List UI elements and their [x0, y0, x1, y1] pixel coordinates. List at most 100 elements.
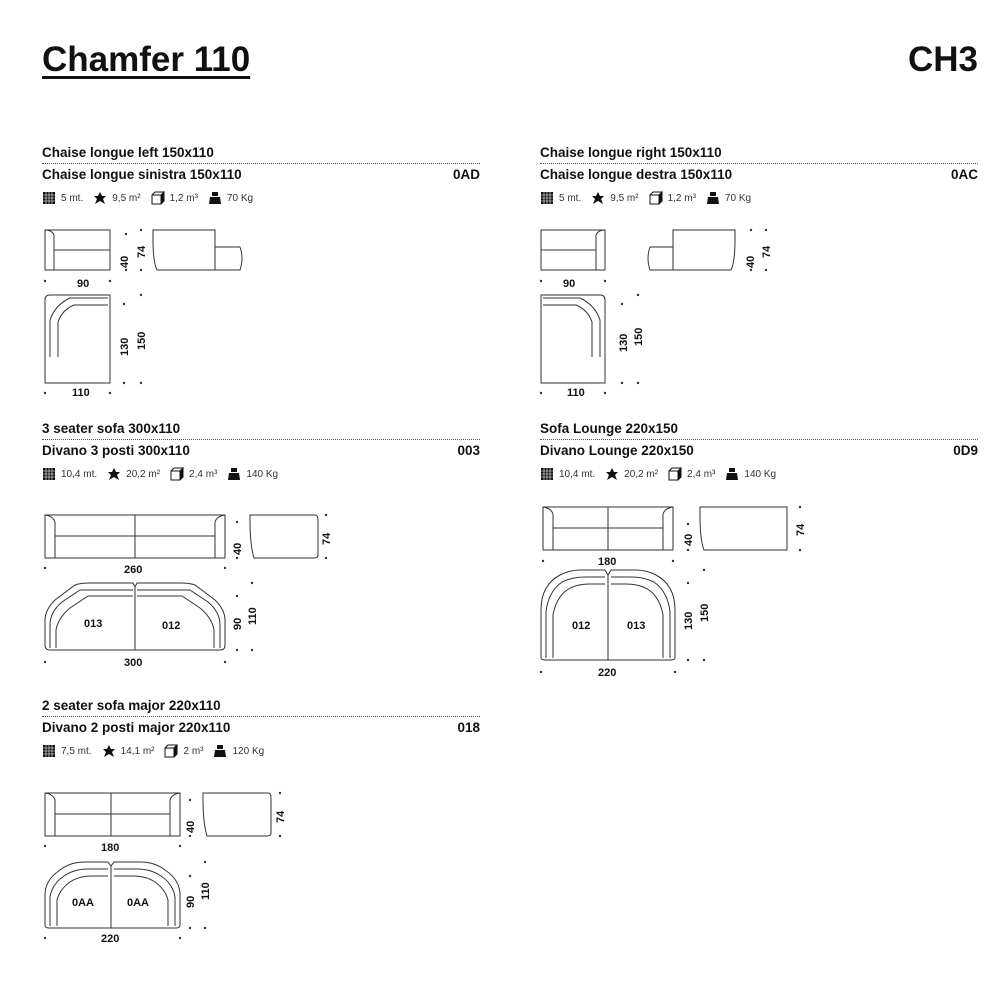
fabric-icon: [541, 468, 553, 480]
dimension-dot: [223, 660, 227, 664]
weight-icon: [726, 468, 739, 480]
dimension-dot: [749, 268, 753, 272]
front-view: [542, 506, 674, 551]
dimension-label: 110: [567, 387, 585, 399]
drawing-sofa-lounge: 012 013 180 40 74 130 150 220: [540, 506, 807, 679]
product-name-en: Chaise longue right 150x110: [540, 145, 722, 160]
dotted-divider: [540, 163, 978, 164]
dimension-dot: [324, 556, 328, 560]
fabric-amount: 10,4 mt.: [559, 468, 596, 480]
dimension-label: 40: [232, 543, 244, 555]
leather-amount: 9,5 m²: [112, 192, 141, 204]
volume-icon: [170, 467, 185, 481]
drawing-chaise-left: 90 40 74 130 150 110: [44, 229, 243, 399]
dimension-dot: [702, 658, 706, 662]
product-section: 2 seater sofa major 220x110 Divano 2 pos…: [42, 698, 480, 758]
product-name-it: Chaise longue sinistra 150x110: [42, 167, 242, 182]
dimension-dot: [278, 791, 282, 795]
dimension-label: 90: [185, 896, 197, 908]
product-code: 0AC: [950, 167, 978, 182]
top-view: [44, 861, 181, 929]
dimension-dot: [178, 844, 182, 848]
dimension-dot: [702, 568, 706, 572]
dimension-dot: [139, 268, 143, 272]
dimension-label: 300: [124, 657, 142, 669]
dimension-label: 150: [136, 332, 148, 350]
fabric-amount: 5 mt.: [559, 192, 582, 204]
volume-icon: [649, 191, 663, 205]
side-view: [202, 792, 272, 837]
leather-icon: [94, 192, 107, 204]
dimension-label: 74: [136, 245, 148, 258]
dimension-dot: [203, 926, 207, 930]
drawing-3-seater: 013 012 260 40 74 90 110 300: [44, 514, 333, 669]
dimension-dot: [43, 279, 47, 283]
product-section: Chaise longue right 150x110 Chaise longu…: [540, 145, 978, 205]
collection-code: CH3: [907, 40, 978, 79]
leather-amount: 20,2 m²: [624, 468, 659, 480]
weight-amount: 120 Kg: [232, 745, 265, 757]
volume-icon: [668, 467, 683, 481]
drawing-2-seater-major: 0AA 0AA 180 40 74 90 110 220: [44, 792, 287, 945]
dimension-dot: [250, 648, 254, 652]
dimension-label: 74: [761, 245, 773, 258]
dimension-dot: [539, 279, 543, 283]
dotted-divider: [540, 439, 978, 440]
dimension-dot: [749, 228, 753, 232]
fabric-icon: [43, 468, 55, 480]
dimension-dot: [686, 658, 690, 662]
dimension-dot: [188, 798, 192, 802]
dimension-dot: [43, 391, 47, 395]
top-view: [44, 582, 226, 651]
dimension-label: 130: [119, 338, 131, 356]
side-view: [699, 506, 788, 551]
dimension-dot: [620, 302, 624, 306]
dimension-label: 74: [275, 810, 287, 823]
dimension-label: 012: [572, 620, 590, 632]
dimension-label: 180: [598, 556, 616, 568]
dimension-label: 74: [795, 523, 807, 536]
weight-icon: [214, 745, 227, 757]
dimension-dot: [124, 268, 128, 272]
dimension-dot: [223, 566, 227, 570]
dotted-divider: [42, 716, 480, 717]
dimension-label: 90: [232, 618, 244, 630]
dimension-label: 220: [598, 667, 616, 679]
product-section: Sofa Lounge 220x150 Divano Lounge 220x15…: [540, 421, 978, 481]
dimension-label: 220: [101, 933, 119, 945]
volume-icon: [151, 191, 165, 205]
dimension-dot: [139, 228, 143, 232]
dimension-label: 90: [77, 278, 89, 290]
dotted-divider: [42, 163, 480, 164]
product-name-it: Divano 2 posti major 220x110: [42, 720, 231, 735]
dimension-label: 110: [200, 882, 212, 900]
weight-amount: 70 Kg: [226, 192, 254, 204]
dimension-dot: [636, 381, 640, 385]
product-code: 0D9: [953, 443, 978, 458]
dimension-dot: [43, 936, 47, 940]
dimension-dot: [139, 381, 143, 385]
product-name-en: Chaise longue left 150x110: [42, 145, 214, 160]
drawing-chaise-right: 90 40 74 130 150 110: [540, 229, 773, 399]
dimension-dot: [122, 302, 126, 306]
dotted-divider: [42, 439, 480, 440]
weight-icon: [706, 192, 719, 204]
side-view: [249, 514, 319, 559]
dimension-dot: [798, 548, 802, 552]
product-name-it: Divano 3 posti 300x110: [42, 443, 190, 458]
dimension-dot: [541, 559, 545, 563]
weight-amount: 140 Kg: [744, 468, 777, 480]
dimension-dot: [278, 834, 282, 838]
spec-row: 7,5 mt. 14,1 m² 2 m³ 120 Kg: [42, 744, 480, 758]
dimension-dot: [43, 844, 47, 848]
dimension-dot: [539, 670, 543, 674]
dimension-dot: [235, 520, 239, 524]
product-section: Chaise longue left 150x110 Chaise longue…: [42, 145, 480, 205]
product-code: 018: [457, 720, 480, 735]
volume-amount: 2 m³: [183, 745, 204, 757]
dimension-dot: [250, 581, 254, 585]
dimension-dot: [188, 874, 192, 878]
spec-row: 10,4 mt. 20,2 m² 2,4 m³ 140 Kg: [540, 467, 978, 481]
dimension-dot: [235, 594, 239, 598]
fabric-amount: 7,5 mt.: [61, 745, 92, 757]
